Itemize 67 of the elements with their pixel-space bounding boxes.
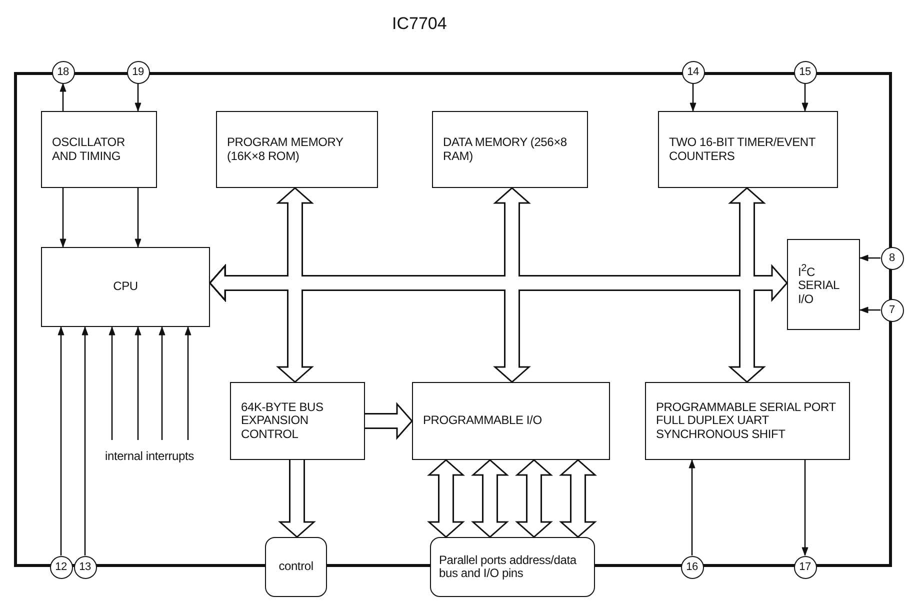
signal-arrow bbox=[184, 326, 192, 440]
pin-circle bbox=[74, 556, 96, 578]
pin-number: 17 bbox=[799, 560, 811, 574]
block-label: TWO 16-BIT TIMER/EVENT COUNTERS bbox=[669, 136, 816, 163]
pin-circle bbox=[50, 556, 72, 578]
block-label: PROGRAM MEMORY (16K×8 ROM) bbox=[227, 136, 344, 163]
signal-arrow bbox=[690, 84, 696, 112]
signal-arrow bbox=[134, 188, 142, 248]
pin-number: 18 bbox=[57, 66, 69, 78]
bus-arrow bbox=[428, 459, 464, 538]
bus-arrow bbox=[209, 265, 788, 301]
signal-arrow bbox=[108, 326, 116, 440]
pin-circle bbox=[126, 60, 150, 84]
function-block bbox=[230, 382, 365, 460]
function-block bbox=[787, 239, 860, 330]
block-label: 64K-BYTE BUS EXPANSION CONTROL bbox=[241, 400, 324, 442]
pin-number: 12 bbox=[55, 560, 67, 574]
signal-arrow bbox=[134, 326, 142, 440]
signal-arrow bbox=[134, 84, 142, 112]
function-block bbox=[658, 111, 838, 188]
signal-arrow bbox=[688, 460, 696, 556]
port-label: Parallel ports address/data bus and I/O pins bbox=[439, 554, 578, 580]
pin-circle bbox=[794, 60, 816, 84]
pin-circle bbox=[680, 556, 704, 578]
pin-number: 16 bbox=[686, 560, 698, 574]
bus-arrow bbox=[516, 459, 552, 538]
signal-arrow bbox=[158, 326, 166, 440]
pin-number: 13 bbox=[79, 560, 91, 574]
pin-circle bbox=[682, 60, 704, 84]
block-label: I$^{2}$C SERIAL I/O bbox=[798, 262, 840, 306]
signal-arrow bbox=[60, 83, 66, 111]
function-block bbox=[216, 111, 378, 188]
block-label: DATA MEMORY (256×8 RAM) bbox=[443, 136, 568, 163]
pin-circle bbox=[794, 556, 816, 578]
note-text: internal interrupts bbox=[105, 450, 195, 464]
function-block bbox=[432, 111, 588, 188]
pin-circle bbox=[52, 60, 74, 84]
pin-number: 14 bbox=[687, 66, 699, 78]
signal-arrow bbox=[802, 84, 808, 112]
pin-number: 8 bbox=[889, 252, 895, 264]
bus-arrow bbox=[472, 459, 508, 538]
bus-arrow bbox=[365, 403, 413, 439]
pin-circle bbox=[880, 246, 904, 270]
port-box bbox=[430, 537, 595, 597]
port-box bbox=[265, 537, 327, 597]
signal-arrow bbox=[58, 326, 64, 556]
pin-number: 7 bbox=[889, 304, 895, 316]
signal-arrow bbox=[860, 254, 880, 262]
function-block bbox=[41, 247, 210, 327]
pin-circle bbox=[880, 298, 904, 322]
block-label: CPU bbox=[113, 280, 138, 294]
block-label: PROGRAMMABLE SERIAL PORT FULL DUPLEX UART SYNCHRONOUS SHIFT bbox=[656, 400, 837, 442]
signal-arrow bbox=[82, 326, 88, 556]
signal-arrow bbox=[802, 460, 808, 556]
signal-arrow bbox=[60, 188, 66, 248]
function-block bbox=[645, 382, 850, 460]
chip-title: IC7704 bbox=[392, 14, 447, 34]
signal-arrow bbox=[860, 306, 880, 314]
port-label: control bbox=[278, 560, 314, 574]
pin-number: 19 bbox=[132, 66, 144, 78]
function-block bbox=[412, 382, 610, 460]
block-label: PROGRAMMABLE I/O bbox=[423, 414, 543, 428]
function-block bbox=[41, 111, 157, 188]
bus-arrow bbox=[560, 459, 596, 538]
bus-arrow bbox=[279, 460, 315, 538]
pin-number: 15 bbox=[799, 66, 811, 78]
block-label: OSCILLATOR AND TIMING bbox=[52, 136, 126, 163]
